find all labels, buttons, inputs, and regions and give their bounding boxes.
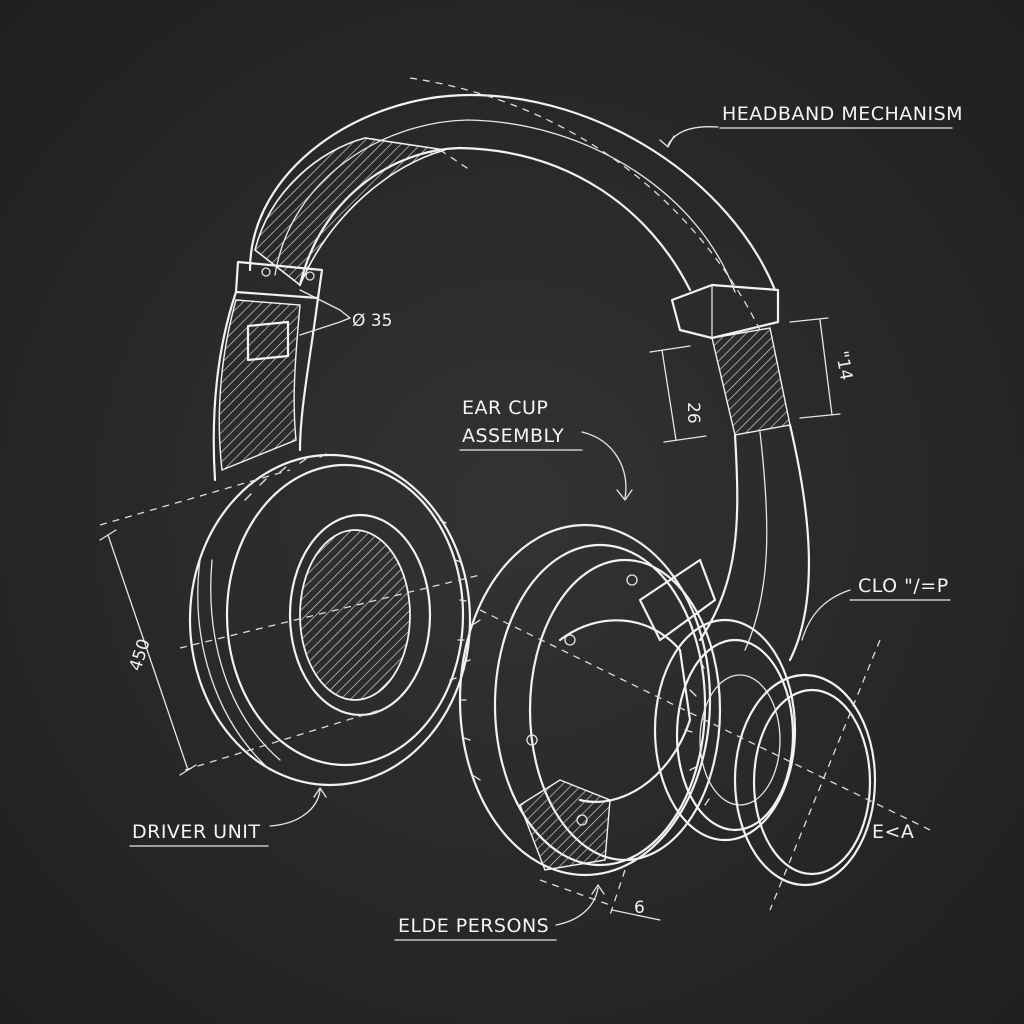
dimension-lines xyxy=(99,289,841,921)
label-headband-mechanism: HEADBAND MECHANISM xyxy=(722,103,963,125)
label-driver-unit: DRIVER UNIT xyxy=(132,821,261,843)
right-ear-cup-assembly xyxy=(458,523,931,916)
headband xyxy=(212,77,811,662)
label-clo: CLO "/=P xyxy=(858,575,949,597)
dimension-slider-left: 26 xyxy=(683,402,703,424)
label-elde-persons: ELDE PERSONS xyxy=(398,915,549,937)
leader-arrows xyxy=(269,126,851,926)
label-assembly: ASSEMBLY xyxy=(462,425,564,447)
label-exa: E<A xyxy=(872,821,914,843)
left-ear-cup xyxy=(99,453,481,787)
dimension-cup-depth: 6 xyxy=(634,898,645,918)
label-ear-cup: EAR CUP xyxy=(462,397,548,419)
dimension-pin: Ø 35 xyxy=(352,311,392,331)
